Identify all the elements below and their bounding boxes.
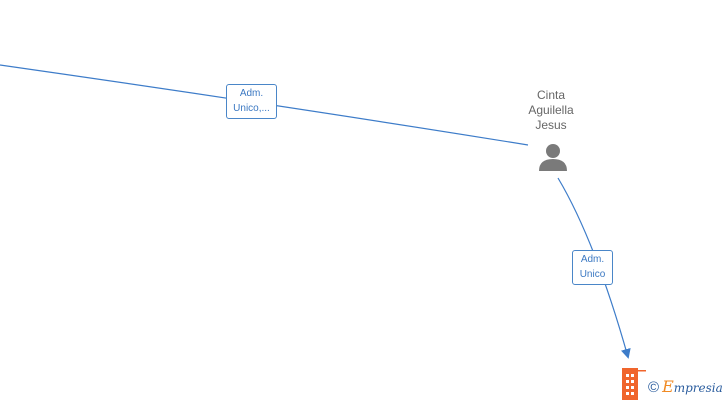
edge-label-2-line-1: Adm. xyxy=(580,254,605,265)
person-name: Cinta Aguilella Jesus xyxy=(520,88,582,133)
edge-label-2-line-2: Unico xyxy=(579,269,606,280)
person-name-line-2: Aguilella xyxy=(528,103,574,117)
edge-label-1[interactable]: Adm. Unico,... xyxy=(226,84,277,119)
edge-label-2[interactable]: Adm. Unico xyxy=(572,250,613,285)
watermark: ©Empresia xyxy=(648,377,723,396)
person-name-line-1: Cinta xyxy=(536,88,565,102)
edge-label-1-line-1: Adm. xyxy=(239,88,264,99)
copyright-symbol: © xyxy=(648,379,660,396)
edge-label-1-line-2: Unico,... xyxy=(233,103,270,114)
building-icon[interactable] xyxy=(622,368,646,400)
person-name-line-3: Jesus xyxy=(535,118,567,132)
person-icon[interactable] xyxy=(539,144,567,171)
brand-initial: E xyxy=(662,377,674,396)
brand-name: mpresia xyxy=(673,381,723,395)
